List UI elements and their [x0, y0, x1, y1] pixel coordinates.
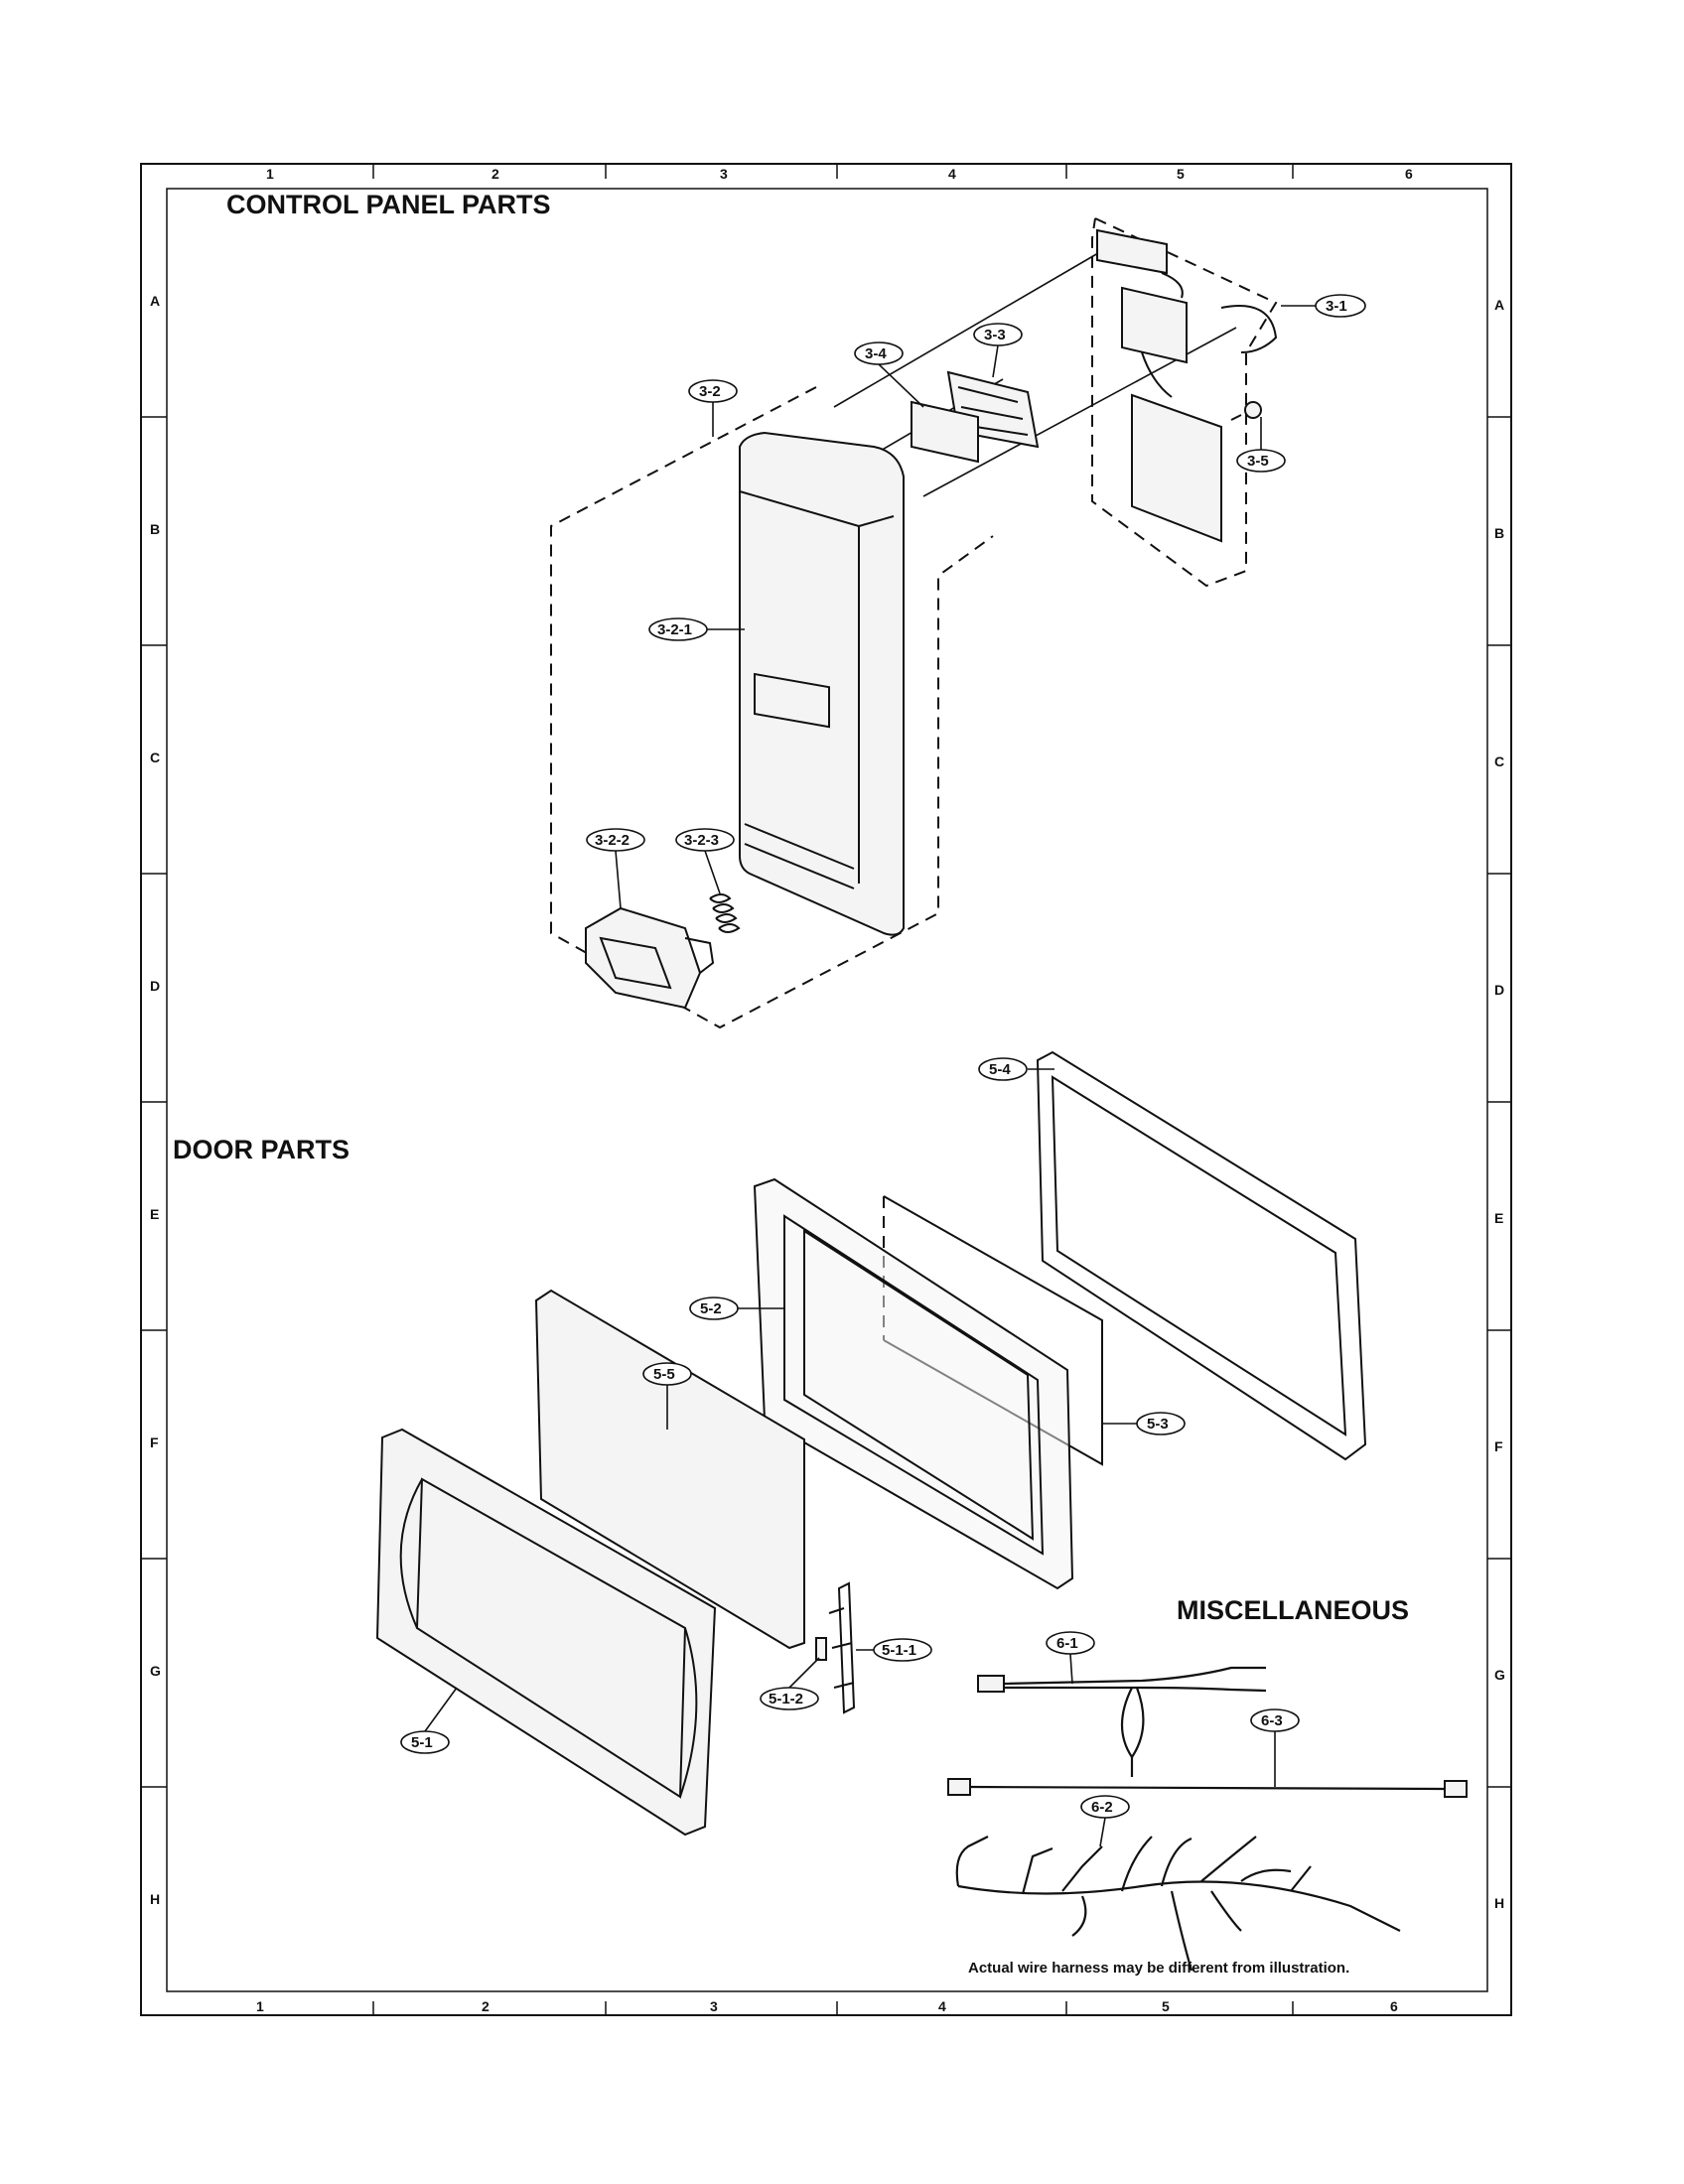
grid-row-right-d: D: [1494, 982, 1504, 998]
part-3-5-screw: [1230, 401, 1262, 421]
grid-col-top-4: 4: [948, 166, 956, 182]
part-5-1-door-front: [375, 1428, 717, 1837]
part-3-4-plate: [911, 400, 979, 464]
grid-row-right-b: B: [1494, 525, 1504, 541]
callout-label-5-5: 5-5: [653, 1366, 675, 1383]
part-6-1-wire-harness: [977, 1666, 1267, 1777]
grid-col-bottom-3: 3: [710, 1998, 718, 2014]
grid-col-top-6: 6: [1405, 166, 1413, 182]
callout-label-5-1-1: 5-1-1: [882, 1642, 916, 1659]
part-3-1-main-board: [1131, 393, 1222, 543]
callout-3-3: 3-3: [973, 323, 1023, 378]
callout-label-3-5: 3-5: [1247, 453, 1269, 470]
grid-ticks: [141, 164, 1511, 2015]
callout-5-1: 5-1: [400, 1687, 458, 1754]
grid-row-left-g: G: [150, 1663, 161, 1679]
callout-3-2-1: 3-2-1: [648, 617, 745, 641]
part-3-2-3-spring: [709, 893, 741, 933]
grid-col-top-3: 3: [720, 166, 728, 182]
part-5-4-door-frame: [1036, 1050, 1367, 1461]
callout-label-3-2: 3-2: [699, 383, 721, 400]
callout-5-1-1: 5-1-1: [856, 1638, 932, 1662]
grid-row-left-e: E: [150, 1206, 159, 1222]
grid-row-left-d: D: [150, 978, 160, 994]
callout-label-3-2-3: 3-2-3: [684, 832, 719, 849]
part-3-2-1-control-panel: [739, 431, 905, 936]
grid-row-right-c: C: [1494, 753, 1504, 769]
section-title-control-panel: CONTROL PANEL PARTS: [226, 190, 551, 219]
section-title-door: DOOR PARTS: [173, 1135, 350, 1164]
callout-3-2: 3-2: [688, 379, 738, 437]
part-3-1-display-board: [1096, 228, 1278, 398]
callout-label-6-1: 6-1: [1056, 1635, 1078, 1652]
part-6-3-wire: [947, 1778, 1468, 1798]
part-3-2-2-door-button: [585, 906, 715, 1010]
callout-label-3-3: 3-3: [984, 327, 1006, 343]
grid-row-left-f: F: [150, 1434, 159, 1450]
callout-6-3: 6-3: [1250, 1708, 1300, 1787]
part-5-1-1-latch: [828, 1581, 856, 1714]
callout-3-5: 3-5: [1236, 417, 1286, 473]
callout-5-4: 5-4: [978, 1057, 1054, 1081]
callout-3-4: 3-4: [854, 341, 924, 408]
callout-label-6-3: 6-3: [1261, 1712, 1283, 1729]
grid-col-bottom-6: 6: [1390, 1998, 1398, 2014]
grid-row-right-f: F: [1494, 1438, 1503, 1454]
callout-6-1: 6-1: [1046, 1631, 1095, 1685]
callout-label-6-2: 6-2: [1091, 1799, 1113, 1816]
part-5-5-choke-cover: [534, 1289, 805, 1650]
grid-row-right-g: G: [1494, 1667, 1505, 1683]
callout-label-5-2: 5-2: [700, 1300, 722, 1317]
grid-col-top-5: 5: [1177, 166, 1185, 182]
grid-row-left-a: A: [150, 293, 160, 309]
callout-5-1-2: 5-1-2: [760, 1657, 820, 1710]
group-outline-3-2: [550, 386, 994, 1029]
callout-5-3: 5-3: [1102, 1412, 1186, 1435]
callout-5-5: 5-5: [642, 1362, 692, 1430]
grid-row-left-c: C: [150, 750, 160, 765]
callout-3-2-2: 3-2-2: [586, 828, 645, 909]
callout-label-3-2-2: 3-2-2: [595, 832, 630, 849]
callout-3-2-3: 3-2-3: [675, 828, 735, 894]
grid-row-right-a: A: [1494, 297, 1504, 313]
outer-frame: [140, 163, 1512, 2016]
grid-row-right-e: E: [1494, 1210, 1503, 1226]
grid-row-right-h: H: [1494, 1895, 1504, 1911]
grid-row-left-h: H: [150, 1891, 160, 1907]
grid-row-left-b: B: [150, 521, 160, 537]
part-6-2-wire-harness: [955, 1836, 1401, 1972]
callout-5-2: 5-2: [689, 1297, 784, 1320]
inner-frame: [166, 188, 1488, 1992]
callout-label-5-3: 5-3: [1147, 1416, 1169, 1433]
callout-6-2: 6-2: [1080, 1795, 1130, 1847]
callout-label-5-1: 5-1: [411, 1734, 433, 1751]
grid-col-bottom-2: 2: [482, 1998, 490, 2014]
callout-label-5-1-2: 5-1-2: [769, 1691, 803, 1707]
section-title-misc: MISCELLANEOUS: [1177, 1595, 1409, 1625]
grid-col-bottom-5: 5: [1162, 1998, 1170, 2014]
callout-3-1: 3-1: [1281, 294, 1366, 318]
harness-note: Actual wire harness may be different fro…: [968, 1960, 1349, 1977]
grid-col-top-1: 1: [266, 166, 274, 182]
grid-col-bottom-1: 1: [256, 1998, 264, 2014]
callout-label-3-2-1: 3-2-1: [657, 621, 692, 638]
callout-label-5-4: 5-4: [989, 1061, 1011, 1078]
part-5-1-2-spring: [815, 1637, 827, 1661]
grid-col-top-2: 2: [491, 166, 499, 182]
group-outline-3-1: [1091, 217, 1278, 588]
callout-label-3-4: 3-4: [865, 345, 887, 362]
grid-col-bottom-4: 4: [938, 1998, 946, 2014]
callout-label-3-1: 3-1: [1326, 298, 1347, 315]
